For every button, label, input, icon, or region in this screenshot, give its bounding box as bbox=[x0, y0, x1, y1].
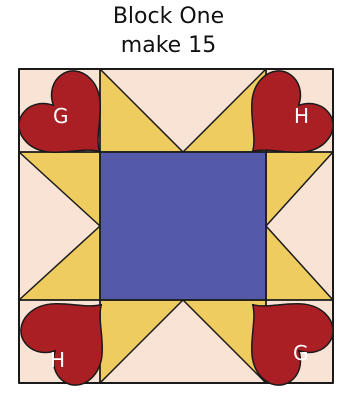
heart-label-bottom-left: H bbox=[50, 348, 65, 372]
heart-label-bottom-right: G bbox=[293, 341, 309, 365]
heart-label-top-left: G bbox=[53, 104, 69, 128]
center-square bbox=[100, 152, 266, 300]
heart-label-top-right: H bbox=[294, 104, 309, 128]
